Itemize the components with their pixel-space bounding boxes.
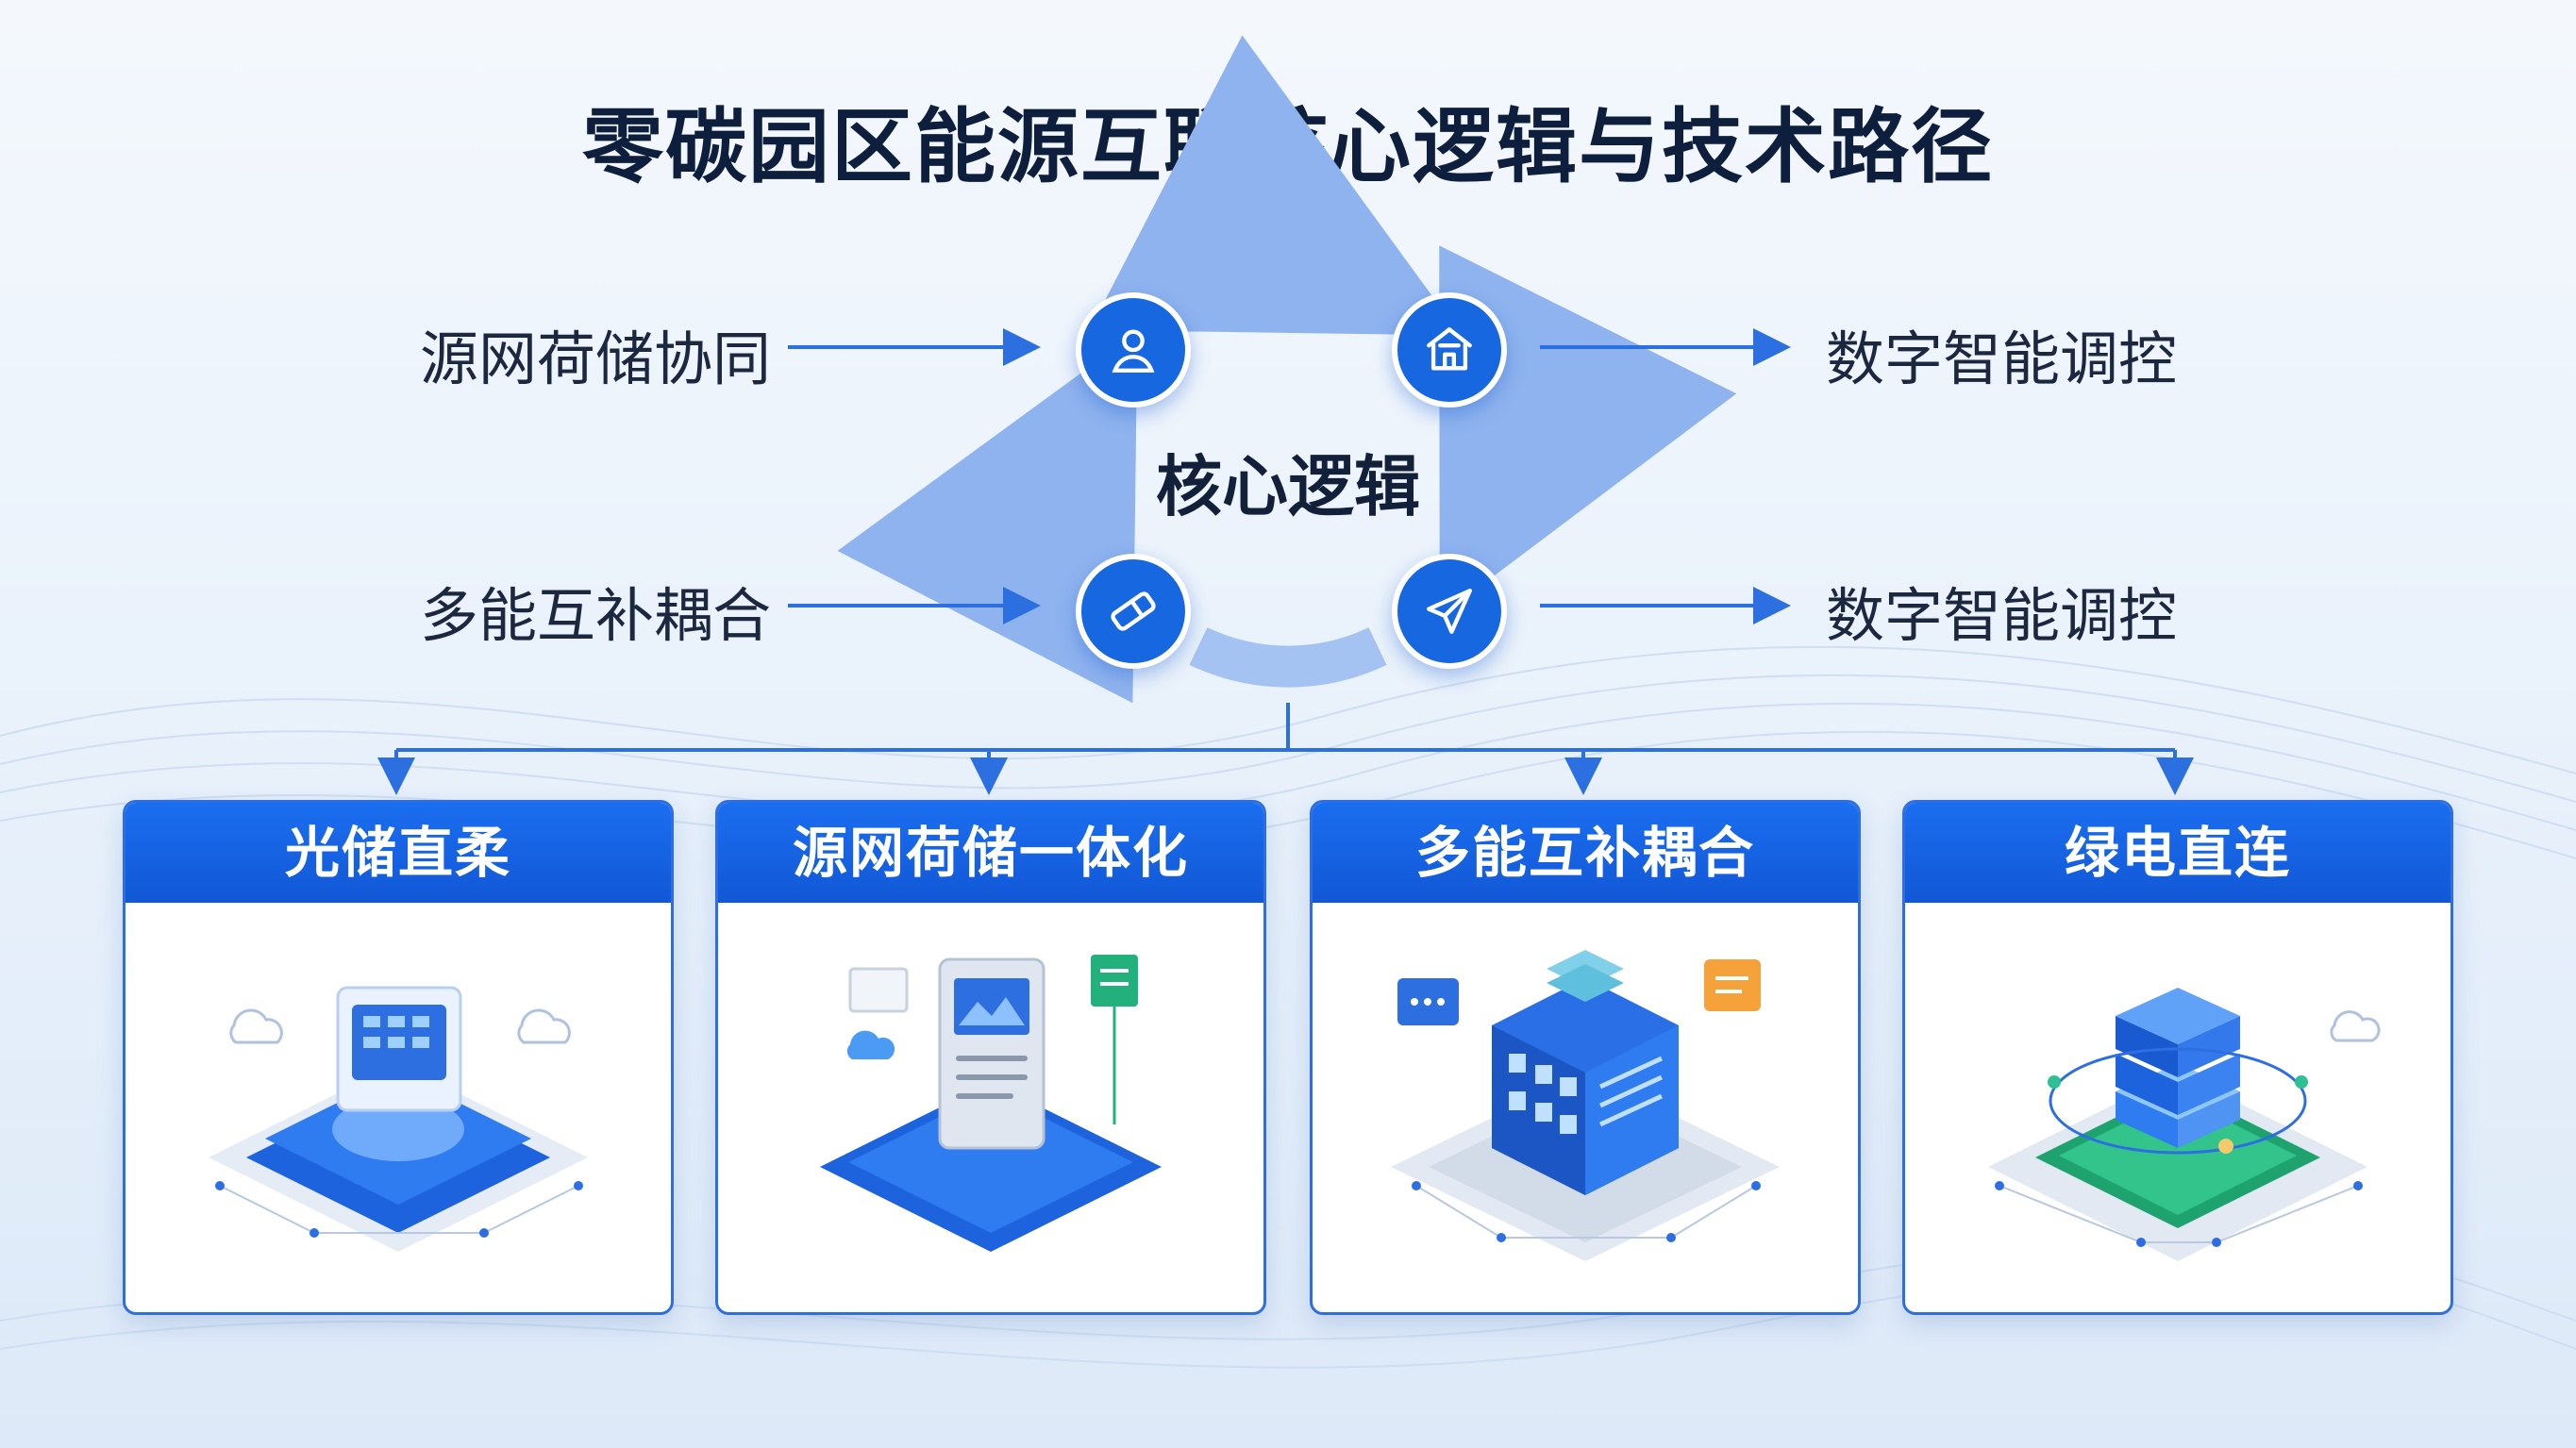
tree-connector xyxy=(377,703,2194,795)
card-green-power-direct[interactable]: 绿电直连 xyxy=(1902,800,2453,1315)
user-icon xyxy=(1112,329,1155,373)
send-icon xyxy=(1427,589,1472,634)
card-title: 多能互补耦合 xyxy=(1313,803,1858,903)
document-platform-illustration xyxy=(820,955,1162,1252)
card-title: 绿电直连 xyxy=(1905,803,2451,903)
card-pv-storage[interactable]: 光储直柔 xyxy=(123,800,674,1315)
left-label-bottom: 多能互补耦合 xyxy=(420,581,772,650)
server-platform-illustration xyxy=(209,986,588,1252)
right-label-top: 数字智能调控 xyxy=(1826,325,2178,393)
card-title: 光储直柔 xyxy=(125,803,671,903)
cycle-ring xyxy=(837,35,1737,704)
core-logic-label: 核心逻辑 xyxy=(1156,448,1420,525)
node-send xyxy=(1392,554,1507,669)
node-ticket xyxy=(1076,554,1191,669)
building-platform-illustration xyxy=(1391,950,1780,1261)
server-stack-illustration xyxy=(1988,988,2381,1261)
ticket-icon xyxy=(1111,591,1156,631)
left-label-top: 源网荷储协同 xyxy=(420,325,772,393)
card-multi-energy-coupling[interactable]: 多能互补耦合 xyxy=(1310,800,1861,1315)
node-user xyxy=(1076,292,1191,408)
node-store xyxy=(1392,292,1507,408)
store-icon xyxy=(1427,327,1472,371)
card-source-grid-load-storage[interactable]: 源网荷储一体化 xyxy=(715,800,1266,1315)
right-label-bottom: 数字智能调控 xyxy=(1826,581,2178,650)
card-title: 源网荷储一体化 xyxy=(718,803,1263,903)
